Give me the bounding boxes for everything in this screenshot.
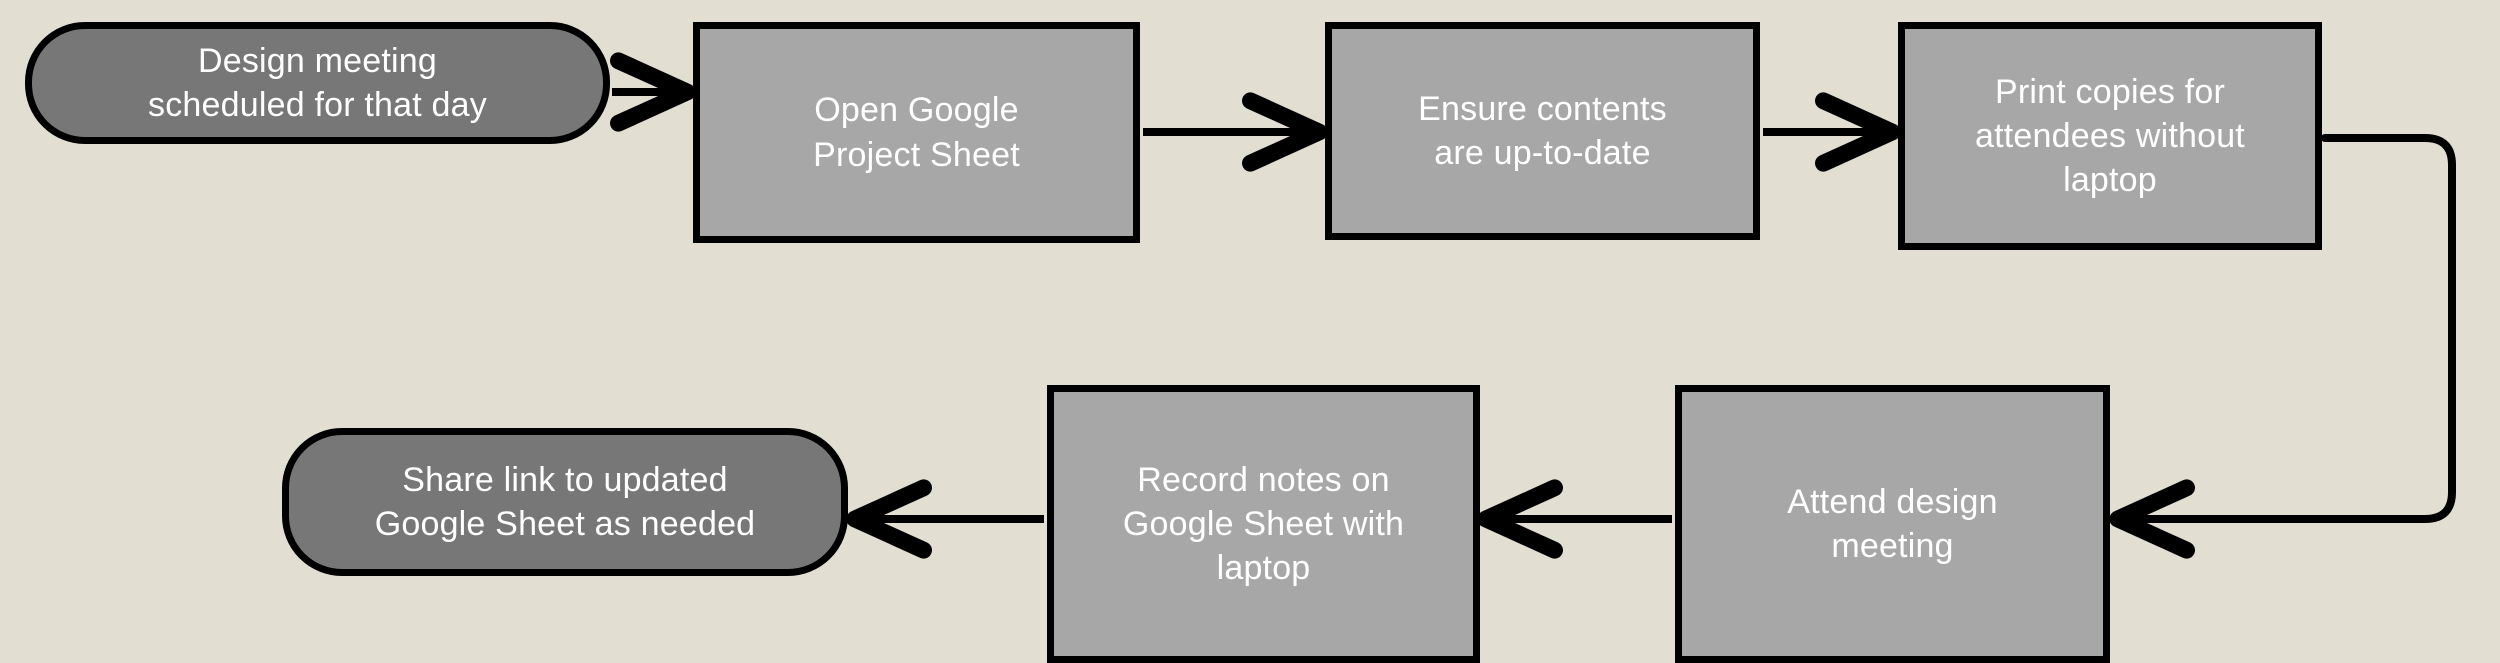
node-label: Ensure contents are up-to-date bbox=[1418, 89, 1667, 172]
node-label: Print copies for attendees without lapto… bbox=[1975, 72, 2245, 200]
node-design-meeting-scheduled[interactable]: Design meeting scheduled for that day bbox=[25, 22, 610, 144]
node-label: Open Google Project Sheet bbox=[813, 91, 1020, 174]
edge-print-copies-to-attend-meeting bbox=[2109, 134, 2456, 559]
node-record-notes-on-google-sheet[interactable]: Record notes on Google Sheet with laptop bbox=[1047, 385, 1480, 663]
node-open-google-project-sheet[interactable]: Open Google Project Sheet bbox=[693, 22, 1140, 243]
node-print-copies-for-attendees[interactable]: Print copies for attendees without lapto… bbox=[1898, 22, 2322, 250]
node-ensure-contents-up-to-date[interactable]: Ensure contents are up-to-date bbox=[1325, 22, 1760, 240]
node-share-link-to-updated-sheet[interactable]: Share link to updated Google Sheet as ne… bbox=[282, 428, 848, 576]
node-label: Design meeting scheduled for that day bbox=[148, 41, 487, 124]
node-label: Attend design meeting bbox=[1787, 482, 1998, 565]
node-label: Share link to updated Google Sheet as ne… bbox=[374, 460, 756, 543]
node-attend-design-meeting[interactable]: Attend design meeting bbox=[1675, 385, 2110, 663]
node-label: Record notes on Google Sheet with laptop bbox=[1122, 460, 1405, 588]
